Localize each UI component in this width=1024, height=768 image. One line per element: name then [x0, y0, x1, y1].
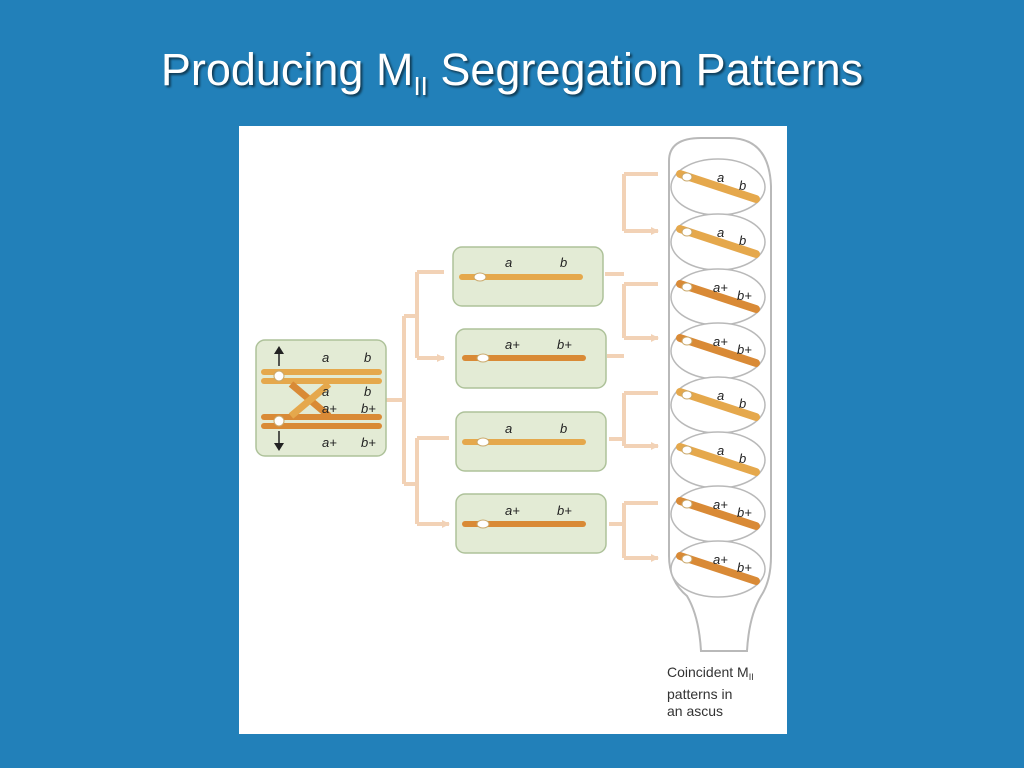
mii-2-label-a-plus: a+: [505, 337, 520, 352]
spore-1-label-b: b: [739, 178, 746, 193]
spore-8-label-a-plus: a+: [713, 552, 728, 567]
spore-4-label-a-plus: a+: [713, 334, 728, 349]
meiosis-ii-cell-2: [455, 328, 607, 389]
meiosis-ii-cell-3: [455, 411, 607, 472]
spore-8: [670, 540, 766, 598]
split-arrow-cell3: [609, 391, 658, 446]
spore-2-label-a: a: [717, 225, 724, 240]
spore-8-label-b-plus: b+: [737, 560, 752, 575]
mi-label-b-plus-2: b+: [361, 435, 376, 450]
split-arrow-bottom: [415, 436, 449, 524]
meiosis-ii-cell-4: [455, 493, 607, 554]
mi-label-b-1: b: [364, 350, 371, 365]
caption-line-3: an ascus: [667, 703, 724, 719]
mi-label-b-2: b: [364, 384, 371, 399]
slide-title: Producing MII Segregation Patterns: [0, 44, 1024, 102]
mi-label-a-plus-2: a+: [322, 435, 337, 450]
caption-line-1-text: Coincident M: [667, 664, 749, 680]
mii-1-label-b: b: [560, 255, 567, 270]
split-arrow-cell2: [607, 282, 658, 358]
spore-7: [670, 485, 766, 543]
meiosis-ii-cell-1: [452, 246, 604, 307]
spore-2-label-b: b: [739, 233, 746, 248]
mii-3-label-a: a: [505, 421, 512, 436]
spore-1: [670, 158, 766, 216]
mi-label-a-2: a: [322, 384, 329, 399]
mi-label-a-1: a: [322, 350, 329, 365]
caption-subscript: II: [748, 672, 754, 682]
caption-line-2: patterns in: [667, 686, 733, 702]
mi-label-a-plus-1: a+: [322, 401, 337, 416]
split-arrow-cell4: [609, 501, 658, 558]
spore-5-label-a: a: [717, 388, 724, 403]
diagram-canvas: a b a b a+ b+ a+ b+ a b a+ b+ a b a+ b+ …: [255, 137, 772, 652]
spore-1-label-a: a: [717, 170, 724, 185]
meiosis-i-cell: [255, 339, 387, 457]
title-main: Producing M: [160, 44, 414, 95]
spore-6: [670, 431, 766, 489]
mii-3-label-b: b: [560, 421, 567, 436]
split-arrow-cell1: [605, 172, 658, 276]
mii-4-label-b-plus: b+: [557, 503, 572, 518]
spore-6-label-a: a: [717, 443, 724, 458]
connector-arrows: [386, 172, 658, 558]
caption-line-1: Coincident MII: [667, 664, 754, 686]
split-arrow-top: [415, 270, 444, 358]
title-subscript: II: [413, 71, 428, 101]
spore-5: [670, 376, 766, 434]
spore-7-label-a-plus: a+: [713, 497, 728, 512]
spore-5-label-b: b: [739, 396, 746, 411]
split-arrow-meiosis1: [386, 314, 417, 486]
spore-2: [670, 213, 766, 271]
spore-4: [670, 322, 766, 380]
spore-4-label-b-plus: b+: [737, 342, 752, 357]
title-rest: Segregation Patterns: [427, 44, 864, 95]
spore-7-label-b-plus: b+: [737, 505, 752, 520]
mi-label-b-plus-1: b+: [361, 401, 376, 416]
mii-4-label-a-plus: a+: [505, 503, 520, 518]
ascus-caption: Coincident MII patterns in an ascus: [667, 664, 754, 720]
spore-3-label-a-plus: a+: [713, 280, 728, 295]
spore-3: [670, 268, 766, 326]
meiosis-diagram: a b a b a+ b+ a+ b+ a b a+ b+ a b a+ b+ …: [239, 126, 787, 734]
mii-1-label-a: a: [505, 255, 512, 270]
spore-6-label-b: b: [739, 451, 746, 466]
mii-2-label-b-plus: b+: [557, 337, 572, 352]
spore-3-label-b-plus: b+: [737, 288, 752, 303]
